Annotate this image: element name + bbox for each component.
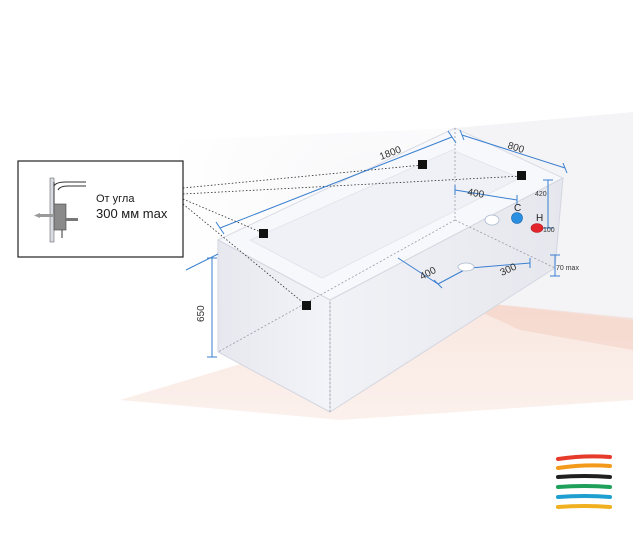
water-connections: C H <box>511 203 544 233</box>
dim-width-label: 800 <box>506 140 526 156</box>
dim-height-label: 650 <box>196 305 207 322</box>
hidden-edges <box>217 128 556 412</box>
dimension-lines <box>185 129 568 358</box>
fixing-marker <box>418 160 427 169</box>
drain-hole <box>457 262 475 272</box>
cold-pipe-icon <box>511 212 523 224</box>
dim-line-drain-length <box>397 257 439 285</box>
dim-line-drain-width <box>469 262 531 269</box>
dim-floor-offset-label: 70 max <box>556 265 579 272</box>
fixing-markers <box>259 160 526 310</box>
fixing-marker <box>517 171 526 180</box>
striped-brand-logo <box>556 454 612 509</box>
drain-fittings <box>457 214 500 272</box>
dim-line-pipe-offset <box>454 189 518 201</box>
floor-shade <box>455 300 633 350</box>
dim-line-width <box>461 134 566 169</box>
dim-pipe-spacing-label: 100 <box>543 227 555 234</box>
hot-pipe-label: H <box>536 213 543 224</box>
hot-pipe-icon <box>530 223 544 233</box>
overflow-hole <box>484 214 500 226</box>
dim-pipe-height-label: 420 <box>535 191 547 198</box>
callout-box: От угла 300 мм max <box>17 160 184 258</box>
callout-line-2: 300 мм max <box>96 206 168 221</box>
fixing-marker <box>259 229 268 238</box>
cold-pipe-label: C <box>514 203 521 214</box>
fixing-marker <box>302 301 311 310</box>
callout-leaders <box>182 164 523 306</box>
dim-line-length <box>219 136 453 229</box>
callout-line-1: От угла <box>96 193 135 205</box>
wall-mount-bracket-icon <box>34 177 86 243</box>
dim-pipe-offset-label: 400 <box>466 187 485 201</box>
